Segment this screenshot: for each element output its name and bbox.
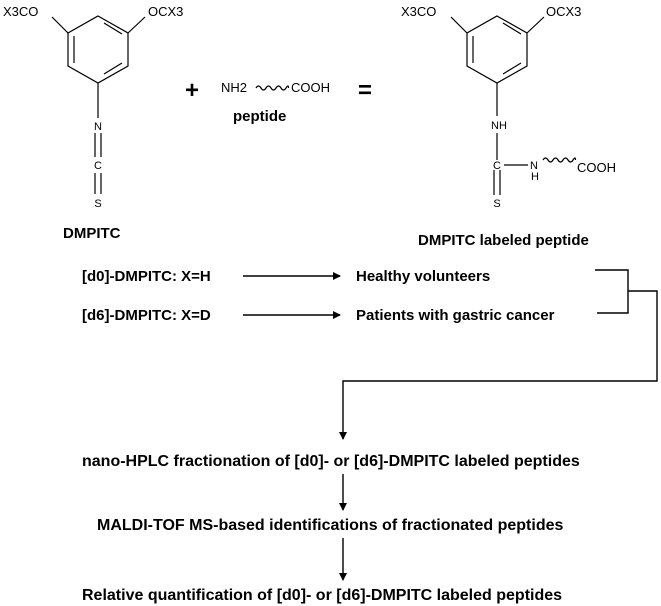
benzene-ring-reagent bbox=[51, 15, 146, 194]
dmpitc-structure: X3CO OCX3 N C S DMPITC bbox=[3, 4, 183, 242]
reagent-substituent-left: X3CO bbox=[3, 4, 38, 19]
equals-sign: = bbox=[358, 77, 372, 104]
product-substituent-right: OCX3 bbox=[546, 4, 581, 19]
workflow-step-quantification: Relative quantification of [d0]- or [d6]… bbox=[82, 587, 562, 604]
peptide-chain-squiggle bbox=[255, 85, 290, 91]
product-atom-c: C bbox=[493, 160, 501, 172]
product-name: DMPITC labeled peptide bbox=[418, 232, 589, 249]
reagent-atom-s: S bbox=[94, 198, 101, 210]
peptide-n-terminus: NH2 bbox=[221, 80, 247, 95]
product-substituent-left: X3CO bbox=[401, 4, 436, 19]
labeling-row-d0: [d0]-DMPITC: X=H Healthy volunteers bbox=[82, 268, 490, 285]
product-atom-h: H bbox=[531, 171, 539, 183]
benzene-ring-product bbox=[450, 15, 545, 195]
product-c-terminus: COOH bbox=[577, 160, 616, 175]
product-atom-s: S bbox=[493, 198, 500, 210]
product-chain-squiggle bbox=[542, 157, 577, 163]
workflow-step-identification: MALDI-TOF MS-based identifications of fr… bbox=[97, 517, 564, 534]
merge-connector bbox=[339, 290, 658, 440]
product-atom-n: N bbox=[530, 160, 538, 172]
reagent-atom-n: N bbox=[94, 121, 102, 133]
reagent-substituent-right: OCX3 bbox=[148, 4, 183, 19]
plus-sign: + bbox=[185, 77, 199, 104]
labeling-reagent-d6: [d6]-DMPITC: X=D bbox=[82, 307, 211, 324]
product-atom-nh: NH bbox=[491, 120, 507, 132]
peptide-structure: NH2 COOH peptide bbox=[221, 80, 330, 125]
labeling-reagent-d0: [d0]-DMPITC: X=H bbox=[82, 268, 211, 285]
merge-bracket bbox=[595, 269, 629, 314]
reagent-atom-c: C bbox=[94, 160, 102, 172]
peptide-c-terminus: COOH bbox=[291, 80, 330, 95]
reagent-name: DMPITC bbox=[63, 225, 121, 242]
peptide-label: peptide bbox=[233, 108, 286, 125]
workflow-step-fractionation: nano-HPLC fractionation of [d0]- or [d6]… bbox=[82, 453, 580, 470]
labeling-group-d0: Healthy volunteers bbox=[356, 268, 490, 285]
labeled-peptide-structure: X3CO OCX3 NH C N H COOH S DMPITC labeled… bbox=[401, 4, 616, 249]
labeling-group-d6: Patients with gastric cancer bbox=[356, 307, 555, 324]
labeling-row-d6: [d6]-DMPITC: X=D Patients with gastric c… bbox=[82, 307, 555, 324]
